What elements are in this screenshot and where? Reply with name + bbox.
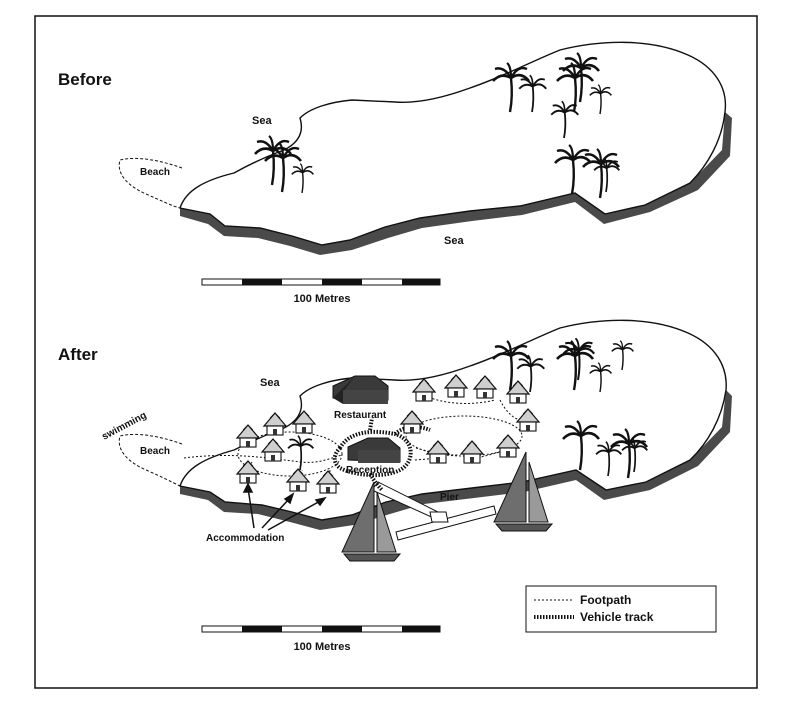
hut-icon xyxy=(236,424,260,448)
reception-building-icon xyxy=(347,437,401,463)
before-sea-top-label: Sea xyxy=(252,115,272,127)
before-heading: Before xyxy=(58,70,112,89)
after-scale-bar xyxy=(201,625,441,633)
after-beach-label: Beach xyxy=(140,446,170,457)
pier xyxy=(371,481,497,541)
after-beach xyxy=(118,433,183,487)
after-restaurant-label: Restaurant xyxy=(334,410,387,421)
before-scale-bar xyxy=(201,278,441,286)
legend-vehicle-track-label: Vehicle track xyxy=(580,610,654,624)
restaurant-building-icon xyxy=(332,375,389,404)
hut-icon xyxy=(263,412,287,436)
after-map: After Sea Beach swimming Pier xyxy=(58,319,732,653)
legend: Footpath Vehicle track xyxy=(525,585,717,633)
before-beach-label: Beach xyxy=(140,167,170,178)
map-frame xyxy=(34,15,758,689)
before-scale-label: 100 Metres xyxy=(294,293,351,305)
after-scale-label: 100 Metres xyxy=(294,641,351,653)
accommodation-pointers xyxy=(242,482,327,531)
after-pier-label: Pier xyxy=(440,492,459,503)
before-sea-bottom-label: Sea xyxy=(444,235,464,247)
after-heading: After xyxy=(58,345,98,364)
after-accommodation-label: Accommodation xyxy=(206,533,284,544)
legend-footpath-label: Footpath xyxy=(580,593,631,607)
after-swimming-label: swimming xyxy=(100,410,148,443)
after-reception-label: Reception xyxy=(346,465,394,476)
before-map: Before Sea Sea Beach 100 Metres xyxy=(58,41,732,305)
before-beach xyxy=(118,157,183,209)
after-sea-label: Sea xyxy=(260,377,280,389)
